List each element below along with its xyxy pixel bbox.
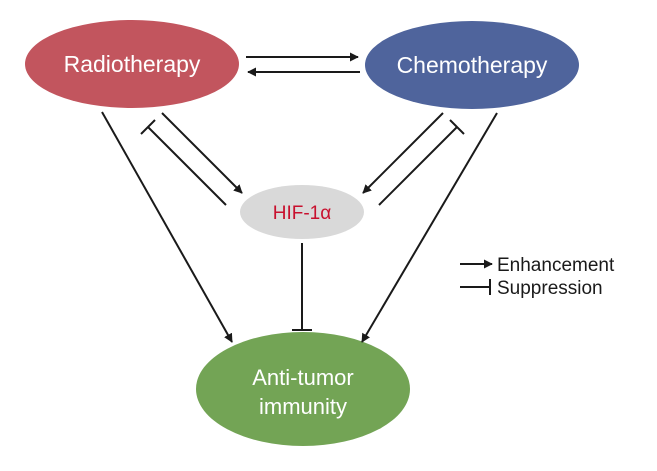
anti-tumor-immunity-node [196, 332, 410, 446]
hif-suppresses-radio-line [147, 126, 227, 206]
hif-1a-label: HIF-1α [273, 203, 332, 224]
legend-suppression-label: Suppression [497, 278, 603, 299]
chemo-to-hif-arrow [362, 112, 444, 194]
hif-suppresses-chemo-bar [449, 119, 465, 135]
anti-tumor-immunity-label-line1: Anti-tumor [252, 365, 353, 390]
legend-enhancement-label: Enhancement [497, 255, 615, 276]
hif-suppresses-radio-bar [140, 119, 156, 135]
chemotherapy-node [365, 21, 579, 109]
radio-to-hif-arrow [161, 112, 243, 194]
radiotherapy-node [25, 20, 239, 108]
chemo-to-immunity-arrow [361, 112, 498, 343]
radiotherapy-label: Radiotherapy [64, 51, 201, 77]
radio-to-immunity-arrow [101, 111, 233, 343]
hif-1a-node [240, 185, 364, 239]
anti-tumor-immunity-label-line2: immunity [259, 394, 347, 419]
chemotherapy-label: Chemotherapy [397, 52, 548, 78]
hif-suppresses-chemo-line [378, 126, 458, 206]
